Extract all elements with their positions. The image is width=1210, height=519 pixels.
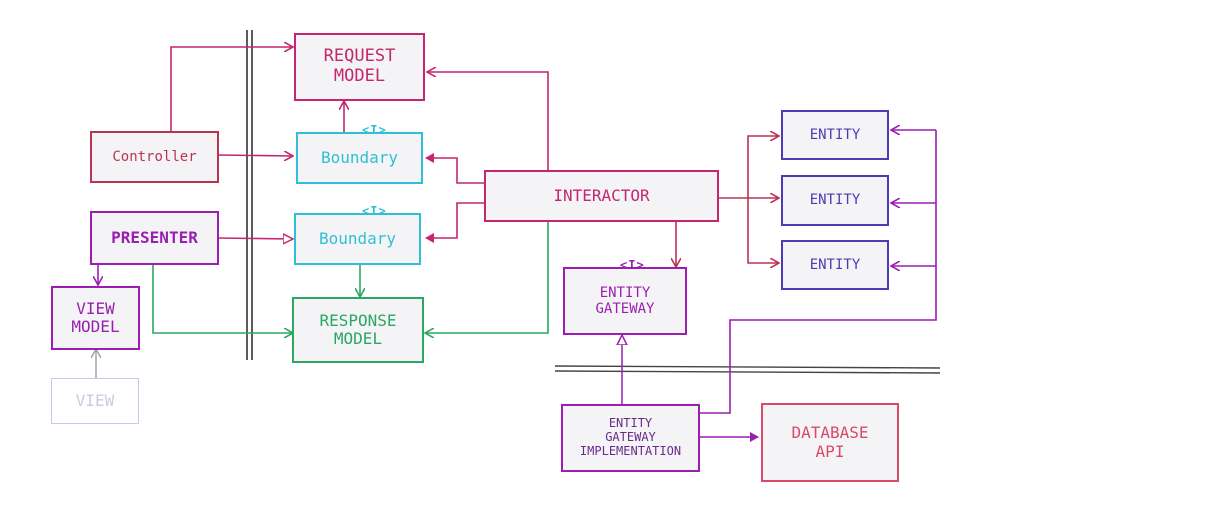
database-api-box: DATABASE API — [761, 403, 899, 482]
entity-gateway-implementation-box: ENTITY GATEWAY IMPLEMENTATION — [561, 404, 700, 472]
boundary-output-box: Boundary — [294, 213, 421, 265]
view-model-label: VIEW MODEL — [71, 298, 120, 336]
entity-3-label: ENTITY — [809, 256, 861, 273]
arrow-gateway-impl-to-entities — [700, 130, 937, 414]
entity-gateway-implementation-label: ENTITY GATEWAY IMPLEMENTATION — [579, 416, 682, 458]
boundary-output-label: Boundary — [318, 228, 397, 248]
database-api-label: DATABASE API — [791, 423, 869, 461]
boundary-divider-horizontal — [554, 365, 941, 369]
entity-gateway-box: ENTITY GATEWAY — [563, 267, 687, 335]
arrow-interactor-to-request-model — [428, 72, 549, 170]
boundary-input-box: Boundary — [296, 132, 423, 184]
request-model-label: REQUEST MODEL — [323, 46, 396, 86]
arrow-interactor-to-entity-3 — [747, 198, 778, 263]
arrow-interactor-to-boundary-input — [425, 153, 486, 184]
boundary-input-label: Boundary — [320, 147, 399, 167]
controller-box: Controller — [90, 131, 219, 183]
interactor-box: INTERACTOR — [484, 170, 719, 222]
presenter-label: PRESENTER — [111, 227, 198, 247]
arrow-interactor-to-entity-1 — [747, 136, 778, 198]
entity-1-box: ENTITY — [781, 110, 889, 160]
boundary-divider-horizontal-2 — [554, 370, 941, 374]
response-model-label: RESPONSE MODEL — [319, 310, 397, 348]
arrow-interactor-to-boundary-output — [425, 202, 486, 243]
arrow-controller-to-boundary — [217, 155, 292, 156]
request-model-box: REQUEST MODEL — [294, 33, 425, 101]
arrow-interactor-to-response-model — [426, 222, 549, 333]
view-label: VIEW — [75, 390, 115, 410]
entity-2-label: ENTITY — [809, 192, 861, 209]
response-model-box: RESPONSE MODEL — [292, 297, 424, 363]
entity-1-label: ENTITY — [809, 126, 861, 143]
entity-3-box: ENTITY — [781, 240, 889, 290]
view-box: VIEW — [51, 378, 139, 424]
interactor-label: INTERACTOR — [553, 185, 650, 205]
entity-gateway-label: ENTITY GATEWAY — [595, 284, 655, 317]
view-model-box: VIEW MODEL — [51, 286, 140, 350]
arrow-presenter-to-boundary-output — [217, 238, 292, 239]
controller-label: Controller — [112, 148, 197, 165]
presenter-box: PRESENTER — [90, 211, 219, 265]
entity-2-box: ENTITY — [781, 175, 889, 226]
arrow-controller-to-request-model — [170, 47, 292, 131]
arrow-presenter-to-response-model — [152, 263, 292, 333]
